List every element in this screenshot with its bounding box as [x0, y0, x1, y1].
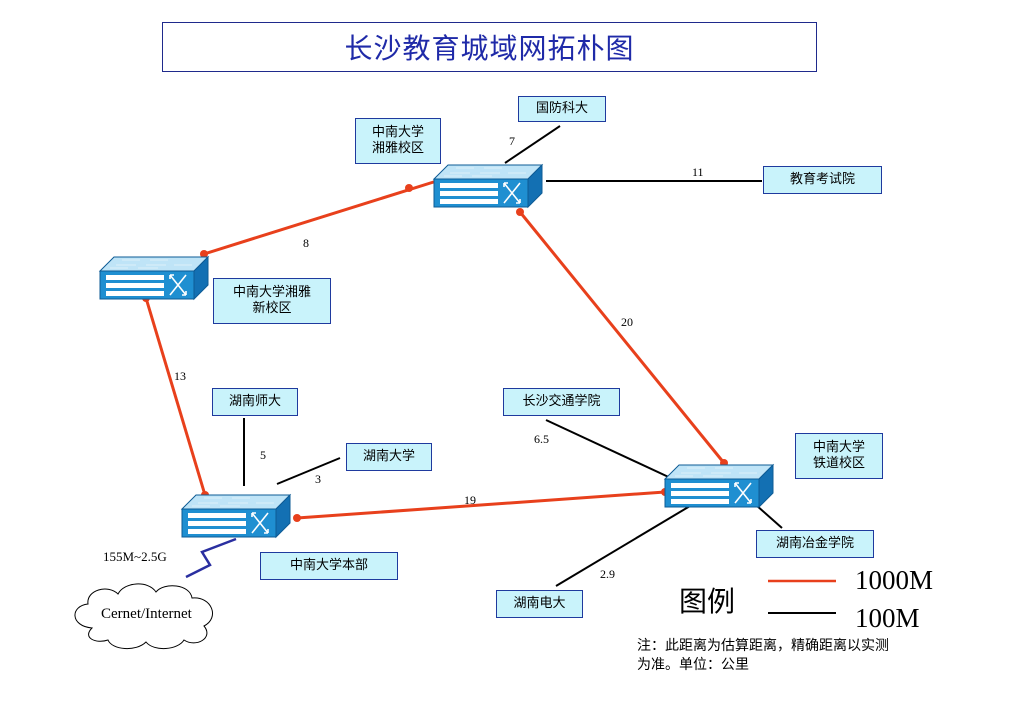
- distance-tv-univ: 2.9: [600, 567, 615, 581]
- node-changsha-transport: 长沙交通学院: [503, 388, 620, 416]
- fast-links: [243, 125, 783, 587]
- diagram-title: 长沙教育城域网拓朴图: [344, 32, 635, 65]
- link-metallurgy: [755, 504, 783, 529]
- node-nudt: 国防科大: [518, 96, 606, 122]
- node-csu-xiangya-new: 中南大学湘雅 新校区: [213, 278, 331, 324]
- link-transport: [545, 419, 676, 481]
- link-xiangya-newcampus: [203, 178, 441, 256]
- node-exam-institute: 教育考试院: [763, 166, 882, 194]
- legend-gigabit-label: 1000M: [855, 565, 934, 595]
- node-hunan-metallurgy: 湖南冶金学院: [756, 530, 874, 558]
- switch-xiangya-icon: [433, 164, 543, 208]
- switch-railway-icon: [664, 464, 774, 508]
- diagram-title-box: 长沙教育城域网拓朴图: [162, 22, 817, 72]
- node-hunan-tv-univ: 湖南电大: [496, 590, 583, 618]
- switch-main-icon: [181, 494, 291, 538]
- distance-exam-institute: 11: [692, 165, 704, 179]
- switch-newcampus-icon: [99, 256, 209, 300]
- node-csu-main: 中南大学本部: [260, 552, 398, 580]
- link-newcampus-main: [144, 297, 207, 496]
- legend-fast-label: 100M: [855, 603, 920, 633]
- link-endpoints: [142, 176, 728, 522]
- distance-main-railway: 19: [464, 493, 476, 507]
- node-csu-railway: 中南大学 铁道校区: [795, 433, 883, 479]
- distance-transport: 6.5: [534, 432, 549, 446]
- uplink-bandwidth: 155M~2.5G: [103, 549, 167, 564]
- uplink-link: [185, 537, 237, 579]
- gigabit-links: [144, 178, 726, 520]
- link-xiangya-railway: [518, 211, 726, 464]
- distance-xiangya-link: 8: [303, 236, 309, 250]
- cloud-icon: [74, 583, 214, 649]
- node-csu-xiangya: 中南大学 湘雅校区: [355, 118, 441, 164]
- distance-railway-link: 20: [621, 315, 633, 329]
- cloud-label: Cernet/Internet: [101, 606, 192, 622]
- distance-nudt: 7: [509, 134, 515, 148]
- distance-hunan-normal: 5: [260, 448, 266, 462]
- link-main-railway: [296, 490, 666, 520]
- node-hunan-normal: 湖南师大: [212, 388, 298, 416]
- link-nudt: [504, 125, 561, 164]
- link-tv-univ: [555, 505, 691, 587]
- legend-title: 图例: [679, 585, 736, 618]
- distance-newcampus-link: 13: [174, 369, 186, 383]
- distance-hunan-univ: 3: [315, 472, 321, 486]
- distance-note: 注：此距离为估算距离，精确距离以实测为准。单位：公里: [637, 638, 889, 673]
- node-hunan-univ: 湖南大学: [346, 443, 432, 471]
- link-hunan-univ: [276, 457, 341, 485]
